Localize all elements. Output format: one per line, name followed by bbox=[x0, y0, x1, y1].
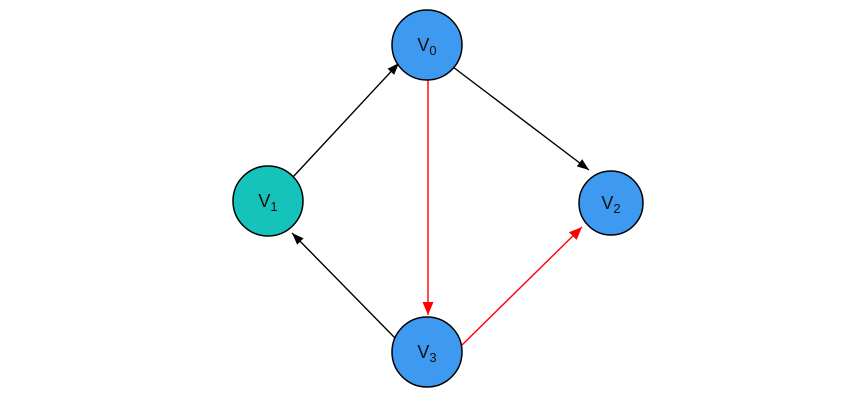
graph-edge-v3-to-v2[interactable] bbox=[460, 226, 583, 347]
graph-node-v3[interactable]: V3 bbox=[391, 316, 463, 388]
graph-edge-v1-to-v0[interactable] bbox=[292, 62, 400, 178]
graph-node-circle-v0[interactable] bbox=[391, 9, 463, 81]
graph-node-v0[interactable]: V0 bbox=[391, 9, 463, 81]
edges-layer bbox=[291, 62, 590, 347]
graph-node-circle-v2[interactable] bbox=[578, 170, 644, 236]
graph-edge-v3-to-v1[interactable] bbox=[291, 232, 397, 340]
graph-node-v2[interactable]: V2 bbox=[578, 170, 644, 236]
graph-edge-v0-to-v2[interactable] bbox=[452, 66, 590, 171]
graph-node-circle-v3[interactable] bbox=[391, 316, 463, 388]
graph-node-v1[interactable]: V1 bbox=[232, 165, 304, 237]
graph-node-circle-v1[interactable] bbox=[232, 165, 304, 237]
